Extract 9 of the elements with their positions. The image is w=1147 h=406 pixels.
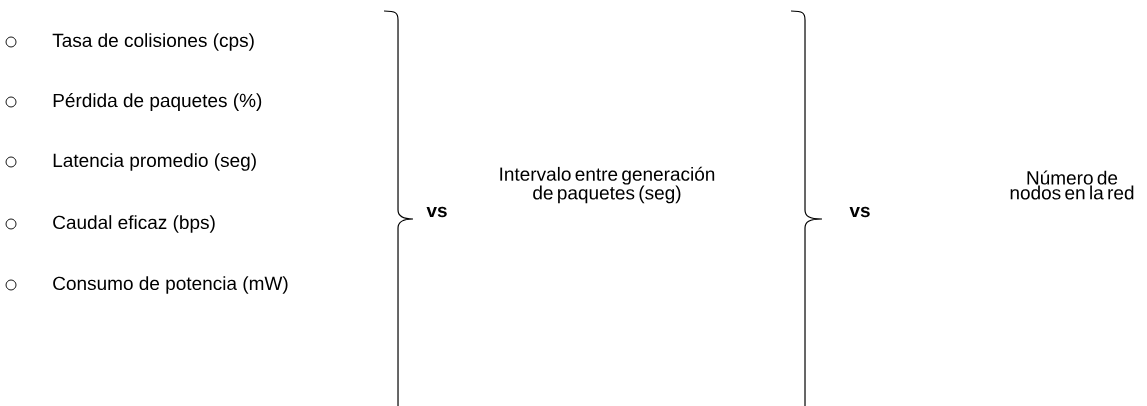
vs-label: vs xyxy=(849,206,870,218)
list-item: Consumo de potencia (mW) xyxy=(53,276,288,294)
vs-label: vs xyxy=(426,206,447,218)
list-item: Tasa de colisiones (cps) xyxy=(52,33,254,51)
list-item: Latencia promedio (seg) xyxy=(53,153,256,171)
axis-label: Intervalo entre generación de paquetes (seg) xyxy=(500,166,715,204)
list-item: Caudal eficaz (bps) xyxy=(53,215,215,233)
list-item: Pérdida de paquetes (%) xyxy=(53,93,262,111)
axis-label: Número de nodos en la red xyxy=(1010,170,1134,200)
